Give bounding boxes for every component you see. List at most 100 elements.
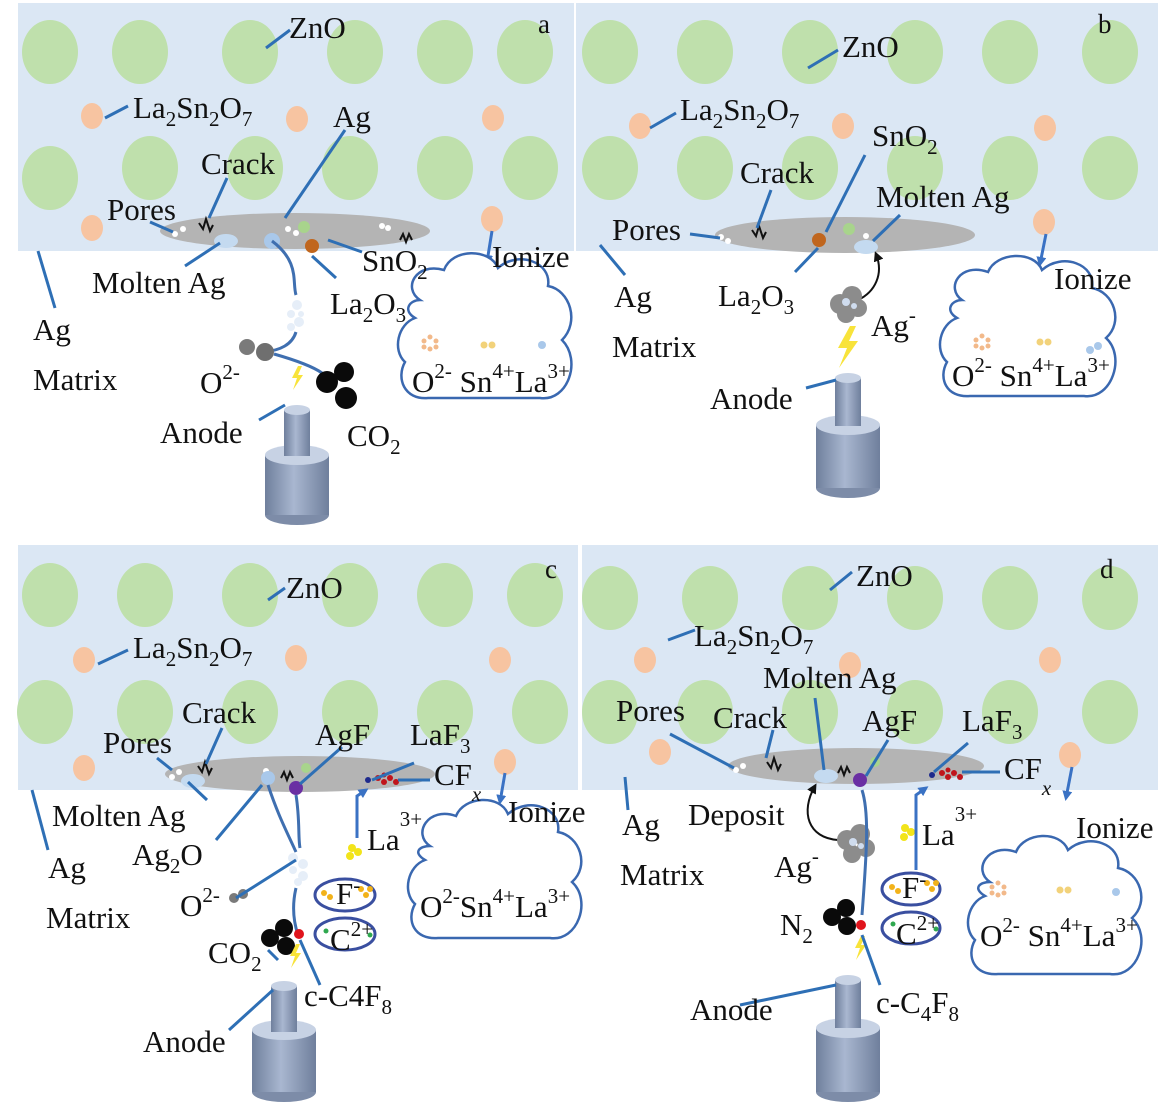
carbon-dots: [890, 921, 939, 932]
ion-cloud: [938, 254, 1117, 398]
ag-return-arrow: [857, 251, 884, 301]
panel-a: a ZnO La2Sn2O7 Ag Crack Pores Molten Ag …: [22, 9, 573, 525]
anode-label: Anode: [690, 992, 773, 1027]
la3-label: La3+: [922, 802, 977, 852]
ionize-label: Ionize: [1076, 810, 1153, 845]
zno-grains: [582, 566, 1138, 744]
leader-lines: [30, 586, 430, 1032]
molten-ag-label: Molten Ag: [92, 265, 225, 300]
o2-label: O2-: [200, 360, 240, 400]
zno-label: ZnO: [856, 558, 913, 593]
panel-b-matrix: [576, 3, 1158, 251]
arc-path: [273, 352, 323, 375]
panel-label: a: [538, 9, 550, 39]
sno2-particle: [843, 223, 855, 235]
agf-particle: [853, 773, 867, 787]
la2o3-particle: [305, 239, 319, 253]
crack-label: Crack: [713, 700, 788, 735]
ag-ion-label: Ag-: [871, 303, 916, 343]
panel-b: b ZnO La2Sn2O7 SnO2 Crack Molten Ag Pore…: [582, 9, 1138, 498]
sno2-particle: [298, 221, 310, 233]
c4f8-molecule: [856, 920, 866, 930]
la3-up-arrow: [355, 788, 369, 838]
molten-ag-label: Molten Ag: [763, 660, 896, 695]
crack: [280, 769, 294, 783]
panel-label: d: [1100, 554, 1114, 584]
spark-icon: [292, 366, 303, 390]
sno2-particle: [301, 763, 311, 773]
laf3-label: LaF3: [962, 703, 1022, 744]
anode-electrode: [816, 373, 880, 498]
n2-label: N2: [780, 907, 813, 948]
crack: [837, 764, 851, 778]
panel-label: c: [545, 554, 557, 584]
ag-matrix-label-2: Matrix: [46, 900, 131, 935]
crack-label: Crack: [182, 695, 257, 730]
la3-label: La3+: [367, 807, 422, 857]
ag2o-label: Ag2O: [132, 837, 203, 878]
molten-ag-label: Molten Ag: [52, 798, 185, 833]
pores-label: Pores: [616, 693, 685, 728]
ionize-label: Ionize: [1054, 261, 1131, 296]
sno2-label: SnO2: [362, 243, 428, 284]
la2sn2o7-label: La2Sn2O7: [133, 90, 252, 131]
ag-vapor-cloud: [830, 286, 867, 323]
ionize-label: Ionize: [508, 794, 585, 829]
anode-label: Anode: [710, 381, 793, 416]
ion-cloud: [966, 834, 1143, 976]
deposit-arrow: [806, 783, 839, 841]
zno-label: ZnO: [289, 10, 346, 45]
carbon-dots: [323, 928, 373, 938]
co2-label: CO2: [208, 935, 262, 976]
spark-icon: [855, 936, 866, 960]
co2-molecule: [316, 362, 357, 409]
arc-path: [271, 239, 298, 296]
c4f8-label: c-C4F8: [876, 985, 959, 1026]
sno2-label: SnO2: [872, 118, 938, 159]
leader-lines: [36, 28, 363, 422]
ag-ion-label: Ag-: [774, 844, 819, 884]
arc-path: [266, 784, 298, 853]
anode-electrode: [816, 975, 880, 1102]
la3-ion-dots: [346, 844, 362, 860]
la3-up-arrow: [914, 786, 929, 870]
anode-electrode: [252, 981, 316, 1102]
arc-path: [292, 887, 300, 936]
panel-c: c ZnO La2Sn2O7 Crack Pores AgF LaF3 CFx …: [17, 554, 585, 1102]
arc-path: [294, 794, 302, 849]
ag-vapor: [288, 853, 308, 886]
la2o3-label: La2O3: [718, 278, 794, 319]
pores-label: Pores: [103, 725, 172, 760]
ionize-arrow: [1036, 233, 1048, 267]
ion-cloud: [396, 252, 573, 400]
ag-matrix-label-2: Matrix: [33, 362, 118, 397]
la3-ion-dots: [900, 824, 915, 841]
arc-path: [860, 789, 869, 916]
pores-label: Pores: [612, 212, 681, 247]
c4f8-label: c-C4F8: [304, 978, 392, 1019]
anode-electrode: [265, 405, 329, 525]
n2-molecule: [823, 899, 856, 935]
panel-d: d ZnO La2Sn2O7 Molten Ag Pores Crack AgF…: [582, 554, 1153, 1102]
deposit-label: Deposit: [688, 797, 785, 832]
crack: [198, 215, 214, 234]
agf-label: AgF: [315, 717, 370, 752]
o2-ion: [256, 343, 274, 361]
o2-ion: [239, 339, 255, 355]
anode-label: Anode: [160, 415, 243, 450]
zno-grains: [22, 20, 558, 210]
crack: [399, 231, 413, 245]
erosion-zone: [715, 217, 975, 253]
leader-lines: [598, 48, 902, 390]
ion-cloud: [406, 798, 583, 940]
co2-molecule: [261, 919, 295, 955]
crack-label: Crack: [740, 155, 815, 190]
pores-label: Pores: [107, 192, 176, 227]
spark-icon: [838, 326, 858, 368]
agf-particle: [289, 781, 303, 795]
ag-vapor: [287, 300, 304, 331]
leader-lines: [623, 570, 1000, 1007]
molten-ag-droplet: [814, 769, 838, 783]
ag-matrix-label-1: Ag: [614, 279, 652, 314]
